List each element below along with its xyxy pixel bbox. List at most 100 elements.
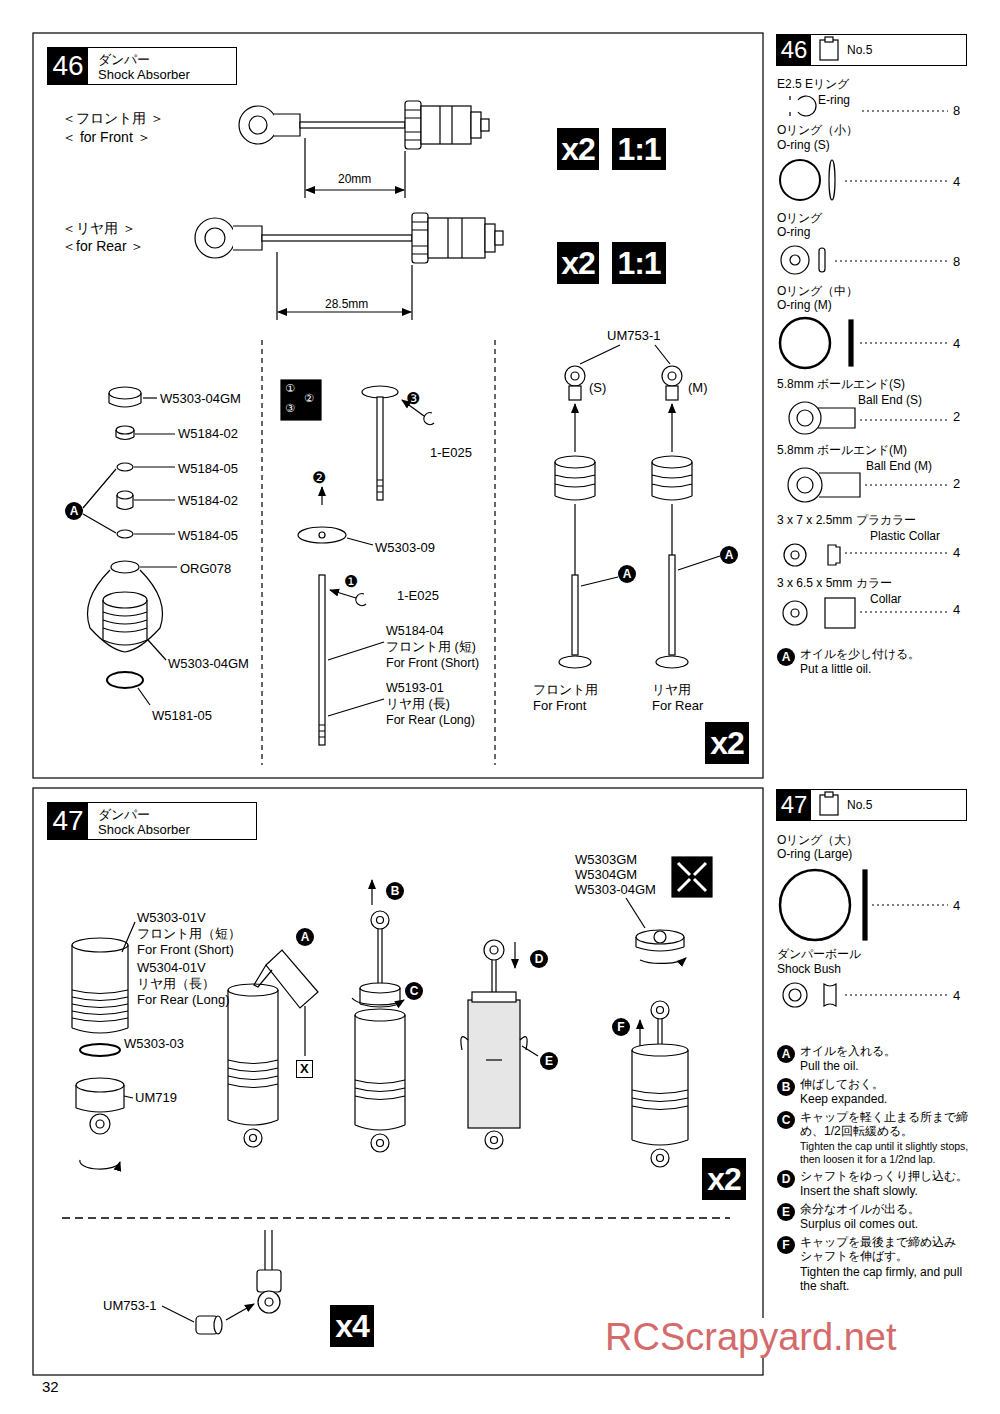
part-label: Tighten the cap until it slightly stops,…: [800, 1140, 970, 1165]
quantity: 4: [953, 988, 960, 1004]
part-label: For Front (Short): [137, 942, 234, 958]
step-order: ③: [285, 402, 295, 415]
part-label: 3 x 7 x 2.5mm プラカラー: [777, 513, 916, 527]
header-text: ダンパー: [98, 51, 150, 69]
callout-letter: B: [386, 882, 404, 900]
part-label: Keep expanded.: [800, 1092, 970, 1106]
part-label: W5303-01V: [137, 910, 206, 926]
part-label: W5304GM: [575, 867, 637, 883]
part-label: フロント用 (短): [386, 640, 476, 655]
part-label: Oリング: [777, 211, 822, 225]
part-label: キャップを軽く止まる所まで締め、1/2回転緩める。: [800, 1110, 970, 1139]
part-label: Oリング（大）: [777, 833, 858, 847]
callout-letter: B: [777, 1078, 795, 1096]
callout-number: ❷: [312, 468, 326, 487]
callout-letter: A: [777, 1045, 795, 1063]
part-label: 1-E025: [397, 588, 439, 604]
part-label: Plastic Collar: [870, 529, 940, 543]
step-number: x4: [335, 1305, 369, 1347]
parts-bag-header: 46No.5: [776, 34, 967, 66]
quantity: 4: [953, 545, 960, 561]
warning-mark: X: [296, 1060, 313, 1078]
part-label: W5303-04GM: [160, 391, 241, 407]
page-number: 32: [42, 1378, 59, 1396]
part-label: リヤ用（長）: [137, 976, 215, 992]
part-label: シャフトをゆっくり押し込む。: [800, 1169, 970, 1183]
part-label: ＜フロント用 ＞: [62, 110, 164, 127]
step-number: x2: [561, 242, 595, 284]
part-label: リヤ用 (長): [386, 697, 450, 712]
part-label: 伸ばしておく。: [800, 1077, 970, 1091]
part-label: Put a little oil.: [800, 662, 871, 676]
quantity-badge: x2: [705, 722, 749, 764]
part-label: Pull the oil.: [800, 1059, 970, 1073]
part-label: (M): [688, 380, 708, 396]
part-label: Surplus oil comes out.: [800, 1217, 970, 1231]
step-number: 47: [48, 803, 88, 839]
part-label: W5184-05: [178, 528, 238, 544]
part-label: Collar: [870, 592, 901, 606]
quantity: 2: [953, 409, 960, 425]
part-label: Oリング（小）: [777, 123, 858, 137]
callout-letter: F: [612, 1018, 630, 1036]
quantity-badge: x2: [557, 128, 599, 170]
dimension: 20mm: [338, 172, 371, 186]
quantity-badge: x2: [702, 1158, 746, 1200]
step-header: 46ダンパーShock Absorber: [47, 47, 237, 85]
part-label: W5193-01: [386, 681, 444, 696]
part-label: E-ring: [818, 93, 850, 107]
step-number: x2: [710, 722, 744, 764]
part-label: O-ring (S): [777, 138, 830, 152]
quantity: 4: [953, 602, 960, 618]
step-number: 47: [777, 790, 811, 820]
part-label: W5303-09: [375, 540, 435, 556]
step-order: ①: [285, 382, 295, 395]
part-label: W5303-03: [124, 1036, 184, 1052]
step-number: x2: [707, 1158, 741, 1200]
part-label: Oリング（中）: [777, 284, 858, 298]
header-text: No.5: [847, 798, 872, 812]
header-text: ダンパー: [98, 806, 150, 824]
step-number: x2: [561, 128, 595, 170]
part-label: E2.5 Eリング: [777, 77, 849, 91]
part-label: W5184-02: [178, 426, 238, 442]
part-label: 余分なオイルが出る。: [800, 1202, 970, 1216]
quantity-badge: x2: [557, 242, 599, 284]
callout-letter: D: [777, 1170, 795, 1188]
callout-letter: D: [530, 950, 548, 968]
part-label: キャップを最後まで締め込み シャフトを伸ばす。: [800, 1235, 970, 1264]
quantity: 4: [953, 174, 960, 190]
part-label: ORG078: [180, 561, 231, 577]
part-label: UM753-1: [607, 328, 660, 344]
part-label: Insert the shaft slowly.: [800, 1184, 970, 1198]
part-label: For Rear: [652, 698, 703, 714]
scale-badge: 1:1: [612, 242, 666, 284]
watermark: RCScrapyard.net: [605, 1318, 896, 1358]
callout-letter: F: [777, 1236, 795, 1254]
part-label: Ball End (M): [866, 459, 932, 473]
callout-letter: A: [618, 565, 636, 583]
part-label: オイルを少し付ける。: [800, 647, 920, 661]
scale-badge: 1:1: [612, 128, 666, 170]
part-label: W5303GM: [575, 852, 637, 868]
part-label: W5304-01V: [137, 960, 206, 976]
part-label: W5184-04: [386, 624, 444, 639]
part-label: リヤ用: [652, 682, 691, 698]
callout-letter: C: [405, 982, 423, 1000]
part-label: O-ring (Large): [777, 847, 852, 861]
step-number: 46: [48, 48, 88, 84]
callout-letter: E: [540, 1052, 558, 1070]
part-label: For Rear (Long): [386, 713, 475, 728]
part-label: (S): [589, 380, 606, 396]
part-label: Ball End (S): [858, 393, 922, 407]
part-label: For Front: [533, 698, 586, 714]
callout-letter: A: [777, 648, 795, 666]
step-header: 47ダンパーShock Absorber: [47, 802, 257, 840]
part-label: For Front (Short): [386, 656, 479, 671]
callout-letter: A: [65, 502, 83, 520]
callout-letter: E: [777, 1203, 795, 1221]
part-label: 5.8mm ボールエンド(M): [777, 443, 907, 457]
part-label: W5184-05: [178, 461, 238, 477]
